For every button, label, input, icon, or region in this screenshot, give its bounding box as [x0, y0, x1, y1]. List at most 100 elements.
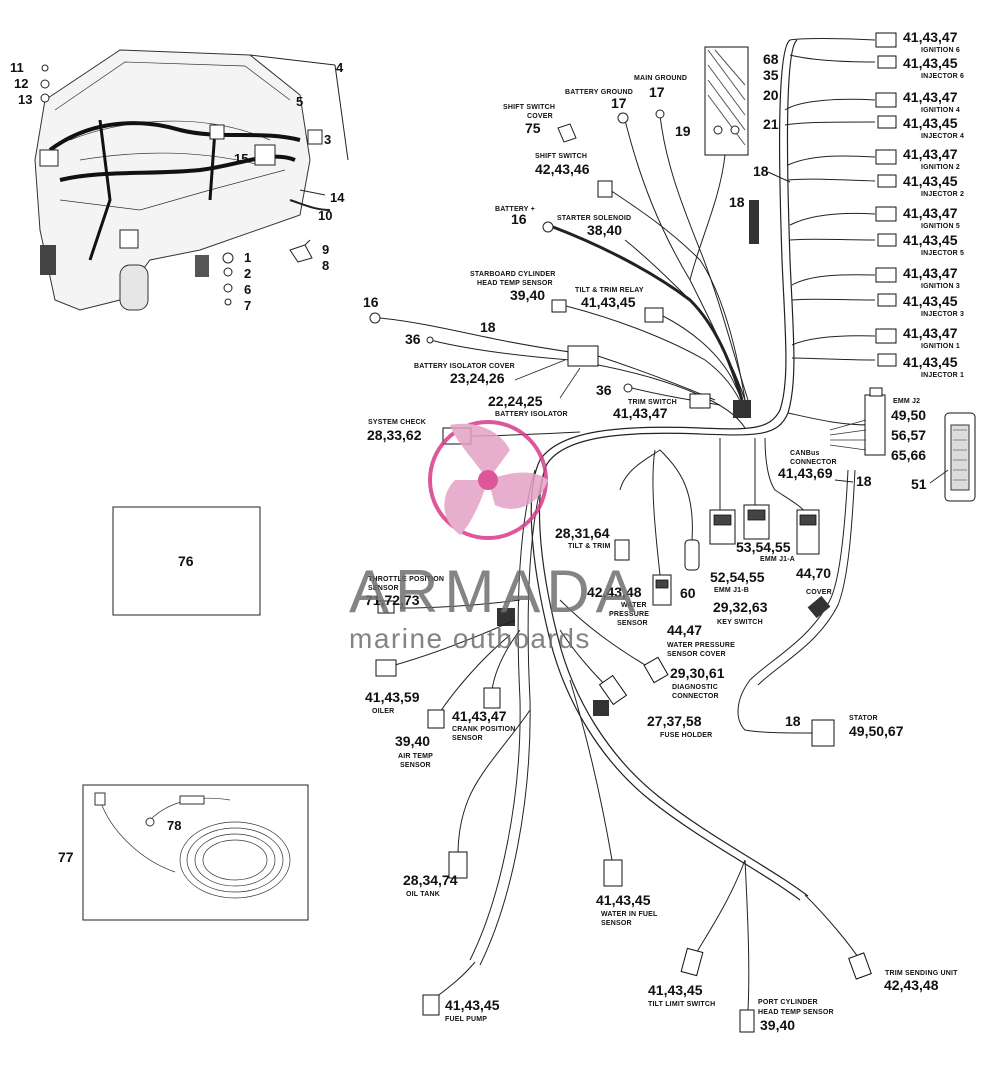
emm-j2-label: EMM J2	[893, 398, 920, 405]
ground-wires	[617, 109, 749, 401]
battery-isolator-number: 22,24,25	[488, 393, 543, 409]
stbd-head-temp-label-2: HEAD TEMP SENSOR	[477, 280, 553, 287]
part-18-left-label: 18	[480, 319, 496, 335]
water-pressure-cover-label-2: SENSOR COVER	[667, 651, 726, 658]
tps-label-2: SENSOR	[368, 585, 399, 592]
part-77-label: 77	[58, 849, 74, 865]
key-switch-connector	[684, 539, 700, 571]
crank-position-sensor-connector	[483, 687, 501, 709]
oiler-number: 41,43,59	[365, 689, 420, 705]
part-78-label: 78	[167, 818, 181, 833]
ignition-2-number: 41,43,47	[903, 146, 958, 162]
injector-4-label: INJECTOR 4	[921, 133, 964, 140]
canbus-label-1: CANBus	[790, 450, 820, 457]
fuel-pump-number: 41,43,45	[445, 997, 500, 1013]
shift-cover-number: 75	[525, 120, 541, 136]
stbd-head-temp-label-1: STARBOARD CYLINDER	[470, 271, 556, 278]
part-51-label: 51	[911, 476, 927, 492]
battery-ground-label: BATTERY GROUND	[565, 89, 633, 96]
callout-3: 3	[324, 132, 331, 147]
ignition-2-connector	[875, 149, 897, 165]
armada-logo-tagline: marine outboards	[349, 623, 591, 654]
port-head-temp-connector	[739, 1009, 755, 1033]
armada-logo-text: ARMADA	[349, 558, 642, 625]
ignition-1-connector	[875, 328, 897, 344]
part-16-left-label: 16	[363, 294, 379, 310]
port-head-temp-number: 39,40	[760, 1017, 795, 1033]
right-column-labels: 41,43,47 IGNITION 6 41,43,45 INJECTOR 6 …	[903, 29, 964, 379]
engine-assembly-drawing	[34, 49, 349, 311]
system-check-number: 28,33,62	[367, 427, 422, 443]
water-in-fuel-sensor-connector	[603, 859, 623, 887]
oil-tank-label: OIL TANK	[406, 891, 440, 898]
cable-tie-drawing	[749, 200, 759, 244]
ignition-4-label: IGNITION 4	[921, 107, 960, 114]
emm-j1b-label: EMM J1-B	[714, 587, 749, 594]
water-pressure-sensor-label-1: WATER	[621, 602, 647, 609]
water-in-fuel-label-1: WATER IN FUEL	[601, 911, 658, 918]
throttle-position-sensor-connector	[377, 600, 395, 614]
trim-switch-connector	[689, 393, 711, 409]
injector-2-connector	[877, 174, 897, 188]
emm-j1a-number: 53,54,55	[736, 539, 791, 555]
tilt-trim-relay-connector	[644, 307, 664, 323]
fuel-pump-label: FUEL PUMP	[445, 1016, 487, 1023]
part-76-label: 76	[178, 553, 194, 569]
callout-13: 13	[18, 92, 32, 107]
diagnostic-label-1: DIAGNOSTIC	[672, 684, 718, 691]
crank-position-label-2: SENSOR	[452, 735, 483, 742]
battery-plus-number: 16	[511, 211, 527, 227]
part-44-70-label: 44,70	[796, 565, 831, 581]
fuse-holder-number: 27,37,58	[647, 713, 702, 729]
stator-number: 49,50,67	[849, 723, 904, 739]
callout-10: 10	[318, 208, 332, 223]
shift-switch-cover-drawing	[557, 123, 577, 143]
injector-4-number: 41,43,45	[903, 115, 958, 131]
emm-j2-number-2: 56,57	[891, 427, 926, 443]
tilt-trim-number: 28,31,64	[555, 525, 610, 541]
injector-3-label: INJECTOR 3	[921, 311, 964, 318]
fuel-pump-connector	[422, 994, 440, 1016]
starter-solenoid-number: 38,40	[587, 222, 622, 238]
tilt-limit-label: TILT LIMIT SWITCH	[648, 1001, 715, 1008]
stator-label: STATOR	[849, 715, 878, 722]
ignition-1-label: IGNITION 1	[921, 343, 960, 350]
right-column-connectors	[875, 32, 897, 367]
ignition-6-connector	[875, 32, 897, 48]
system-check-label: SYSTEM CHECK	[368, 419, 426, 426]
stbd-head-temp-connector	[551, 299, 567, 313]
injector-6-label: INJECTOR 6	[921, 73, 964, 80]
ignition-5-label: IGNITION 5	[921, 223, 960, 230]
injector-3-number: 41,43,45	[903, 293, 958, 309]
callout-2: 2	[244, 266, 251, 281]
part-19-label: 19	[675, 123, 691, 139]
trim-sending-unit-number: 42,43,48	[884, 977, 939, 993]
ignition-4-number: 41,43,47	[903, 89, 958, 105]
battery-isolator-label: BATTERY ISOLATOR	[495, 411, 568, 418]
part-36-left-label: 36	[405, 331, 421, 347]
battery-plus-terminal	[542, 221, 554, 233]
key-switch-number: 29,32,63	[713, 599, 768, 615]
water-pressure-sensor-number: 42,43,48	[587, 584, 642, 600]
battery-isolator-cover-number: 23,24,26	[450, 370, 505, 386]
tilt-limit-switch-connector	[680, 947, 704, 977]
part-18-top-label: 18	[753, 163, 769, 179]
diagnostic-number: 29,30,61	[670, 665, 725, 681]
cover-label: COVER	[806, 589, 832, 596]
tps-number: 71,72,73	[365, 592, 420, 608]
tilt-trim-relay-label: TILT & TRIM RELAY	[575, 287, 644, 294]
ignition-5-connector	[875, 206, 897, 222]
water-pressure-sensor-label-2: PRESSURE	[609, 611, 649, 618]
oil-tank-connector	[448, 851, 468, 879]
stator-connector	[811, 719, 835, 747]
tilt-limit-number: 41,43,45	[648, 982, 703, 998]
main-ground-number: 17	[649, 84, 665, 100]
ignition-3-number: 41,43,47	[903, 265, 958, 281]
injector-2-number: 41,43,45	[903, 173, 958, 189]
part-20-label: 20	[763, 87, 779, 103]
water-pressure-cover-label-1: WATER PRESSURE	[667, 642, 735, 649]
right-branch-wires	[784, 38, 876, 426]
injector-1-label: INJECTOR 1	[921, 372, 964, 379]
